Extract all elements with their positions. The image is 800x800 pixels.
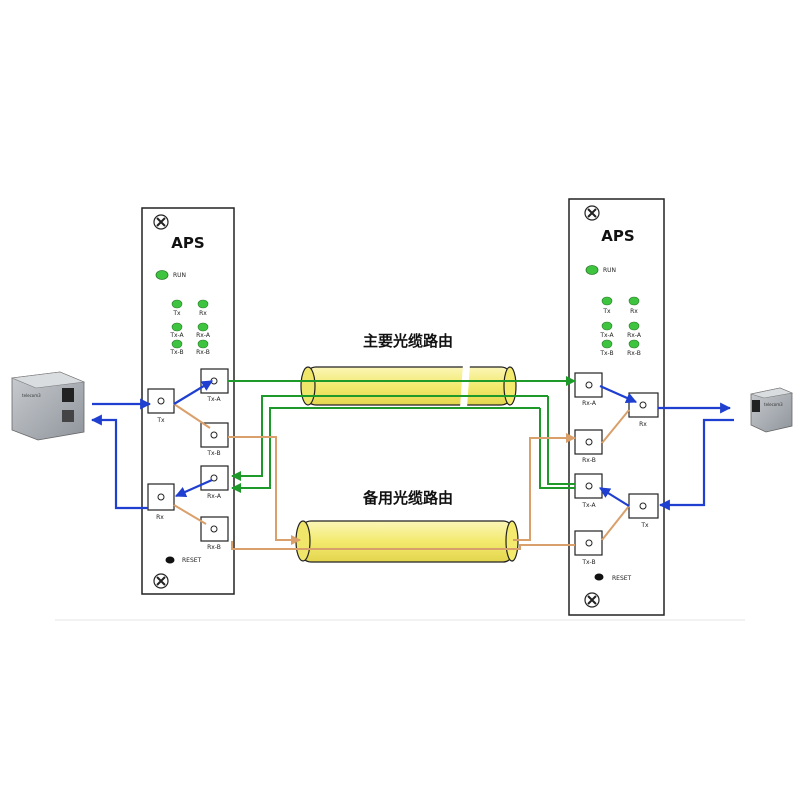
right-port-tx-b[interactable] bbox=[574, 530, 603, 556]
left-reset-label: RESET bbox=[182, 557, 202, 564]
left-port-rx-label: Rx bbox=[156, 514, 164, 521]
green-line-right-txa-up bbox=[547, 396, 575, 485]
right-port-tx[interactable] bbox=[628, 493, 659, 519]
right-led-tx-a bbox=[601, 321, 613, 331]
right-port-tx-a-label: Tx-A bbox=[581, 502, 596, 509]
tan-line-tx-to-txb bbox=[173, 403, 211, 429]
right-led-label-rx-b: Rx-B bbox=[627, 350, 641, 357]
right-run-led bbox=[585, 265, 599, 275]
left-port-tx-a[interactable] bbox=[200, 368, 229, 394]
tan-line-tx-to-txb-right bbox=[601, 505, 630, 541]
blue-line-rxa-to-rx bbox=[174, 478, 213, 498]
right-port-tx-a[interactable] bbox=[574, 473, 603, 499]
primary-route-label: 主要光缆路由 bbox=[363, 332, 453, 350]
right-port-rx-label: Rx bbox=[639, 421, 647, 428]
blue-line-rx-to-device bbox=[90, 414, 148, 510]
right-media-converter: telecom3 bbox=[750, 387, 794, 433]
right-aps-unit: APS RUN Tx Rx Tx-A Rx-A Tx-B Rx-B Rx-A R… bbox=[568, 198, 665, 616]
left-aps-unit: APS RUN Tx Rx Tx-A Rx-A Tx-B Rx-B Tx Tx-… bbox=[141, 207, 235, 595]
tan-fiber-lines bbox=[173, 403, 630, 550]
right-led-tx bbox=[601, 296, 613, 306]
left-led-rx bbox=[197, 299, 209, 309]
right-port-tx-b-label: Tx-B bbox=[581, 559, 595, 566]
blue-line-tx-to-txa-right bbox=[599, 487, 630, 507]
left-port-rx-b[interactable] bbox=[200, 516, 229, 542]
right-led-rx bbox=[628, 296, 640, 306]
right-led-label-tx: Tx bbox=[602, 308, 611, 315]
right-led-rx-a bbox=[628, 321, 640, 331]
left-port-tx-b-label: Tx-B bbox=[206, 450, 220, 457]
right-led-label-tx-a: Tx-A bbox=[599, 332, 614, 339]
left-run-label: RUN bbox=[173, 272, 186, 279]
left-led-tx bbox=[171, 299, 183, 309]
right-top-screw-icon bbox=[584, 205, 600, 221]
right-port-rx[interactable] bbox=[628, 392, 659, 418]
right-run-label: RUN bbox=[603, 267, 616, 274]
tan-line-rxb-to-rx bbox=[601, 409, 630, 444]
right-reset-button[interactable] bbox=[594, 573, 604, 581]
primary-cable bbox=[300, 364, 517, 408]
blue-line-right-device-to-tx bbox=[658, 418, 734, 511]
blue-client-lines bbox=[90, 380, 734, 511]
backup-cable bbox=[295, 520, 519, 563]
left-port-rx-b-label: Rx-B bbox=[207, 544, 221, 551]
right-port-rx-b[interactable] bbox=[574, 429, 603, 455]
blue-line-tx-to-txa bbox=[173, 380, 213, 405]
left-device-port bbox=[62, 388, 74, 402]
left-port-rx-a[interactable] bbox=[200, 465, 229, 491]
right-led-label-tx-b: Tx-B bbox=[599, 350, 613, 357]
right-bottom-screw-icon bbox=[584, 592, 600, 608]
right-led-tx-b bbox=[601, 339, 613, 349]
green-line-right-inner bbox=[539, 408, 575, 489]
left-port-tx[interactable] bbox=[147, 388, 175, 414]
right-device-port bbox=[752, 400, 760, 412]
right-led-label-rx: Rx bbox=[630, 308, 638, 315]
left-led-rx-a bbox=[197, 322, 209, 332]
tan-line-txb-return bbox=[231, 541, 575, 550]
left-device-port-2 bbox=[62, 410, 74, 422]
blue-line-rxa-to-rx-right bbox=[599, 384, 638, 404]
green-line-inner-return bbox=[231, 407, 540, 493]
right-device-brand: telecom3 bbox=[764, 402, 783, 407]
backup-route-label: 备用光缆路由 bbox=[362, 489, 453, 507]
right-port-rx-a-label: Rx-A bbox=[582, 400, 597, 407]
left-led-tx-b bbox=[171, 339, 183, 349]
right-led-label-rx-a: Rx-A bbox=[627, 332, 642, 339]
left-port-tx-b[interactable] bbox=[200, 422, 229, 448]
left-device-brand: telecom3 bbox=[22, 393, 41, 398]
left-run-led bbox=[155, 270, 169, 280]
left-media-converter: telecom3 bbox=[10, 371, 86, 441]
right-aps-title: APS bbox=[601, 227, 634, 245]
tan-line-rx-to-rxb bbox=[173, 504, 207, 525]
left-bottom-screw-icon bbox=[153, 573, 169, 589]
left-led-label-rx: Rx bbox=[199, 310, 207, 317]
left-led-label-tx-a: Tx-A bbox=[169, 332, 184, 339]
left-led-rx-b bbox=[197, 339, 209, 349]
left-top-screw-icon bbox=[153, 214, 169, 230]
left-port-rx-a-label: Rx-A bbox=[207, 493, 222, 500]
left-aps-title: APS bbox=[171, 234, 204, 252]
right-port-rx-a[interactable] bbox=[574, 372, 603, 398]
left-led-tx-a bbox=[171, 322, 183, 332]
left-reset-button[interactable] bbox=[165, 556, 175, 564]
right-port-tx-label: Tx bbox=[640, 522, 649, 529]
left-port-tx-label: Tx bbox=[156, 417, 165, 424]
tan-line-to-rxb bbox=[513, 433, 576, 541]
left-led-label-tx: Tx bbox=[172, 310, 181, 317]
left-port-tx-a-label: Tx-A bbox=[206, 396, 221, 403]
tan-line-txb-down bbox=[228, 436, 301, 545]
left-led-label-rx-a: Rx-A bbox=[196, 332, 211, 339]
right-reset-label: RESET bbox=[612, 575, 632, 582]
left-led-label-rx-b: Rx-B bbox=[196, 349, 210, 356]
left-port-rx[interactable] bbox=[147, 483, 175, 511]
right-led-rx-b bbox=[628, 339, 640, 349]
right-port-rx-b-label: Rx-B bbox=[582, 457, 596, 464]
left-led-label-tx-b: Tx-B bbox=[169, 349, 183, 356]
